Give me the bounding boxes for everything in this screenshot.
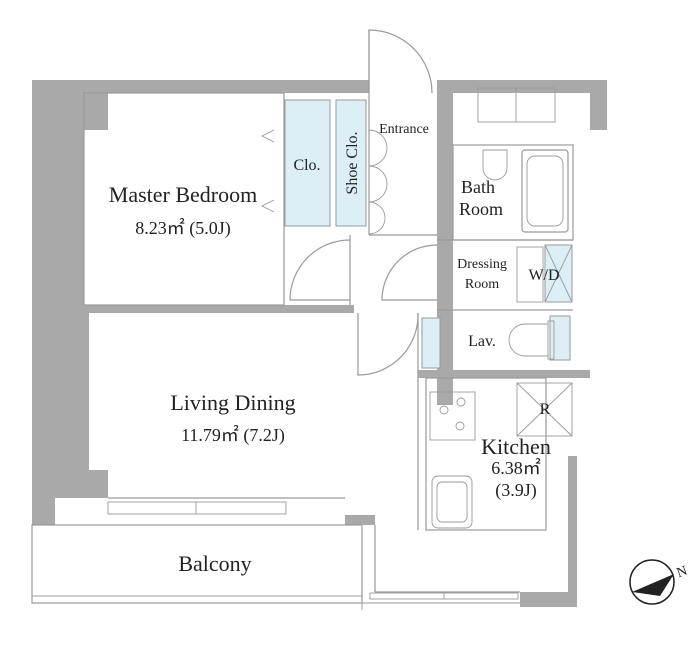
labels: Master Bedroom 8.23㎡ (5.0J) Living Dinin… xyxy=(109,122,560,576)
entrance-label: Entrance xyxy=(379,122,429,137)
bath-label-line2: Room xyxy=(459,199,503,219)
lavatory-label: Lav. xyxy=(468,333,496,350)
washer xyxy=(516,246,544,303)
dressing-label-line1: Dressing xyxy=(457,257,507,272)
closet-box xyxy=(284,99,331,227)
stove xyxy=(429,391,476,441)
fridge xyxy=(516,382,573,437)
compass-north-label: N xyxy=(675,564,690,582)
toilet xyxy=(508,323,548,357)
master-bedroom-area: 8.23㎡ (5.0J) xyxy=(135,217,231,239)
doors xyxy=(260,29,438,376)
toilet-tank-box xyxy=(549,315,571,361)
lav-storage-box xyxy=(421,317,441,369)
bath-label-line1: Bath xyxy=(461,177,495,197)
storage xyxy=(284,99,573,369)
closet-label: Clo. xyxy=(293,157,320,174)
interior-lines xyxy=(31,92,574,610)
shoe-closet-label: Shoe Clo. xyxy=(344,131,361,194)
balcony-label: Balcony xyxy=(178,551,251,576)
living-dining-area: 11.79㎡ (7.2J) xyxy=(181,424,285,446)
compass-arrow-icon xyxy=(632,574,674,596)
kitchen-area: 6.38㎡ xyxy=(491,457,541,478)
fixtures xyxy=(429,149,573,529)
washer-label: W/D xyxy=(528,267,559,284)
walls xyxy=(32,80,607,607)
kitchen-sink xyxy=(431,475,473,529)
kitchen-tatami: (3.9J) xyxy=(495,480,537,501)
refrigerator-label: R xyxy=(540,401,551,418)
kitchen-name: Kitchen xyxy=(481,434,551,459)
compass: N xyxy=(629,559,690,605)
shoe-closet-box xyxy=(335,99,367,227)
dressing-label-line2: Room xyxy=(465,277,499,292)
bath-sink xyxy=(482,149,508,181)
living-dining-name: Living Dining xyxy=(170,390,295,415)
windows xyxy=(107,87,556,600)
bathtub xyxy=(521,149,569,233)
master-bedroom-name: Master Bedroom xyxy=(109,182,257,207)
